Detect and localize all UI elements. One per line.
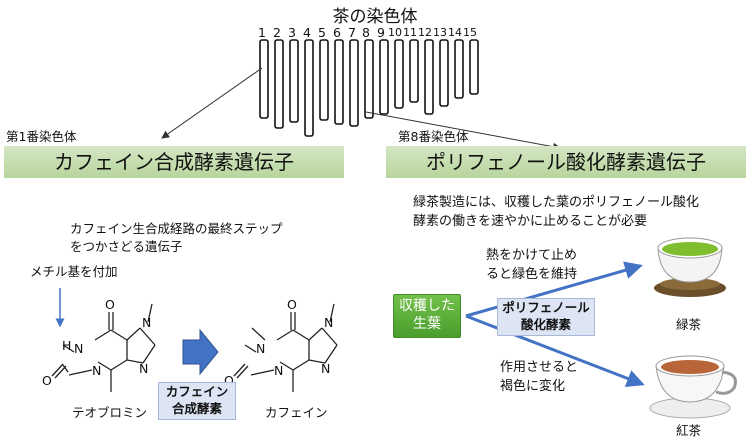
description-line: 緑茶製造には、収穫した葉のポリフェノール酸化 (413, 195, 700, 210)
black-tea-label: 紅茶 (676, 423, 702, 438)
ppo-gene-header: ポリフェノール酸化酵素遺伝子 (386, 146, 746, 178)
description-line: をつかさどる遺伝子 (70, 239, 183, 254)
leaf-line: 生葉 (413, 316, 441, 332)
chromosome-numbers: 1 2 3 4 5 6 7 8 9 10 11 12 13 14 15 (0, 24, 750, 40)
enzyme-line: カフェイン (165, 384, 229, 399)
branch-arrow-green-tea (465, 261, 643, 318)
chromosome-bars (259, 39, 479, 137)
note-line: 作用させると (500, 360, 579, 375)
page-title: 茶の染色体 (332, 7, 418, 27)
note-line: ると緑色を維持 (486, 267, 578, 282)
chromosome-number: 3 (288, 25, 296, 40)
description-line: 酵素の働きを速やかに止めることが必要 (413, 214, 648, 229)
chromosome-number: 10 (388, 26, 402, 39)
atom-n: N (74, 341, 84, 356)
harvested-leaf-box: 収穫した 生葉 (393, 294, 461, 338)
atom-n: N (256, 341, 266, 356)
chromosome-number: 11 (403, 26, 417, 39)
chromosome-number: 13 (433, 26, 447, 39)
theobromine-structure (51, 303, 156, 392)
atom-n: N (142, 315, 152, 330)
chromosome-number: 14 (448, 26, 462, 39)
chromosome-number: 8 (362, 25, 370, 40)
chromosome-number: 9 (377, 25, 385, 40)
pointer-chr1 (161, 67, 263, 139)
chromosome-number: 4 (303, 25, 311, 40)
chromosome-number: 12 (418, 26, 432, 39)
caffeine-label: カフェイン (265, 405, 328, 420)
pointer-chr8 (365, 111, 561, 151)
chromosome-number: 5 (318, 25, 326, 40)
atom-n: N (139, 361, 149, 376)
enzyme-line: 合成酵素 (171, 401, 222, 416)
methyl-label: メチル基を付加 (30, 264, 118, 279)
atom-n: N (92, 363, 102, 378)
chromosome-number: 7 (348, 25, 356, 40)
theobromine-label: テオブロミン (72, 405, 148, 420)
leaf-line: 収穫した (399, 298, 455, 314)
caffeine-structure (233, 303, 338, 392)
green-tea-cup (654, 237, 726, 297)
branch-arrow-black-tea (465, 314, 645, 387)
ppo-gene-description: 緑茶製造には、収穫した葉のポリフェノール酸化 酵素の働きを速やかに止めることが必… (413, 193, 699, 231)
caffeine-synthase-box: カフェイン 合成酵素 (158, 382, 236, 420)
chromosome-number: 2 (273, 25, 281, 40)
black-tea-cup (649, 355, 737, 419)
atom-o: O (105, 297, 115, 312)
caffeine-gene-description: カフェイン生合成経路の最終ステップ をつかさどる遺伝子 (70, 220, 283, 256)
chromosome-8-label: 第8番染色体 (398, 129, 469, 144)
atom-n: N (321, 361, 331, 376)
note-line: 褐色に変化 (500, 379, 566, 394)
chromosome-number: 1 (258, 25, 266, 40)
note-line: 熱をかけて止め (486, 248, 578, 263)
description-line: カフェイン生合成経路の最終ステップ (70, 221, 283, 236)
atom-n: N (324, 315, 334, 330)
ppo-enzyme-box: ポリフェノール 酸化酵素 (497, 298, 595, 336)
green-tea-label: 緑茶 (676, 317, 702, 332)
oxidize-note: 作用させると 褐色に変化 (500, 358, 578, 396)
caffeine-gene-header: カフェイン合成酵素遺伝子 (4, 146, 344, 178)
atom-o: O (287, 297, 297, 312)
enzyme-line: 酸化酵素 (520, 317, 571, 332)
atom-h: H (62, 338, 72, 353)
chromosome-number: 15 (463, 26, 477, 39)
atom-o: O (224, 373, 234, 388)
atom-n: N (274, 363, 284, 378)
chromosome-number: 6 (333, 25, 341, 40)
heat-note: 熱をかけて止め ると緑色を維持 (486, 246, 577, 284)
chromosome-1-label: 第1番染色体 (6, 129, 77, 144)
reaction-arrow (182, 328, 219, 376)
enzyme-line: ポリフェノール (502, 300, 590, 315)
atom-o: O (42, 373, 52, 388)
